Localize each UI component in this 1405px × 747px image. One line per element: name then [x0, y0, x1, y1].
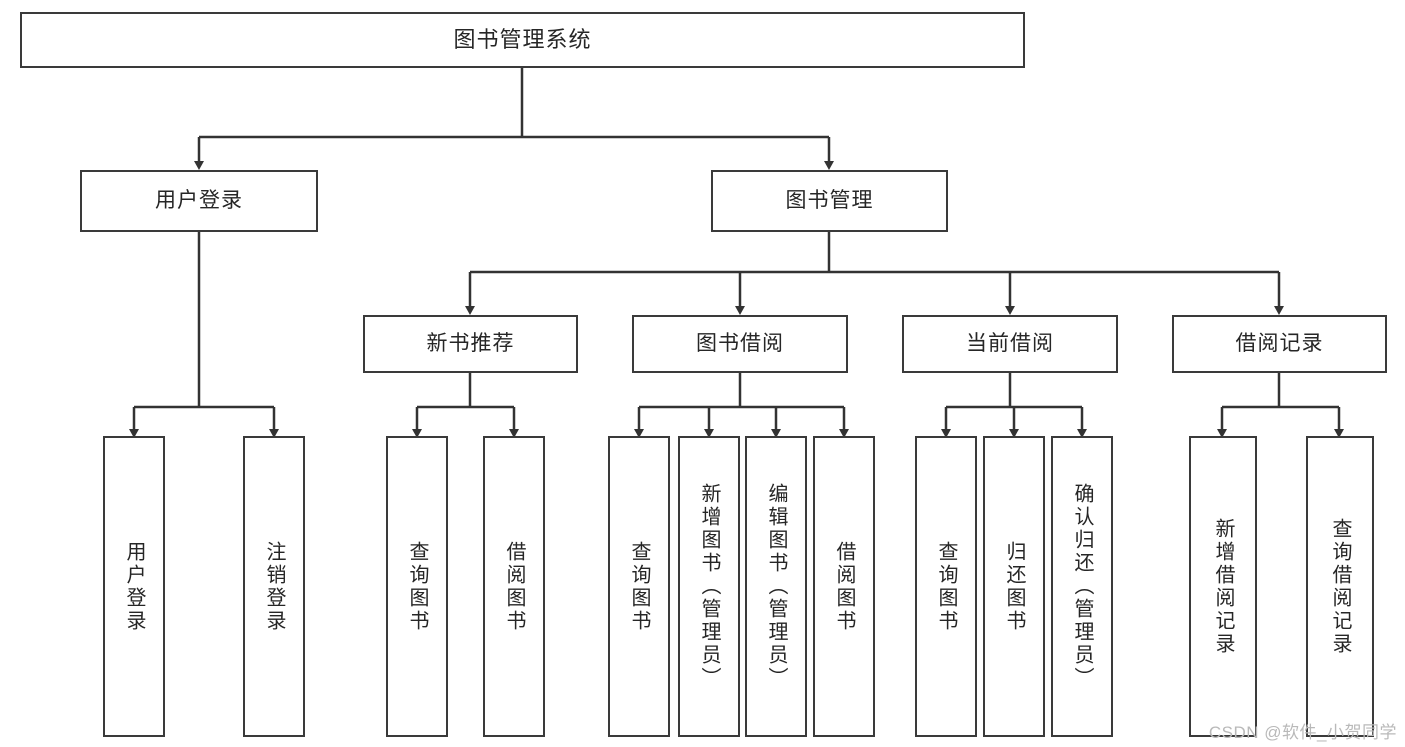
node-borrow-records[interactable]: 借阅记录	[1172, 315, 1387, 373]
node-label: 借阅图书	[833, 540, 855, 633]
node-label: 查询借阅记录	[1329, 517, 1351, 656]
node-label: 确认归还（管理员）	[1071, 483, 1093, 690]
leaf-return-book[interactable]: 归还图书	[983, 436, 1045, 737]
node-book-borrow[interactable]: 图书借阅	[632, 315, 848, 373]
node-label: 图书管理	[785, 188, 874, 212]
leaf-add-borrow-record[interactable]: 新增借阅记录	[1189, 436, 1257, 737]
leaf-query-borrow-record[interactable]: 查询借阅记录	[1306, 436, 1374, 737]
node-label: 查询图书	[406, 540, 428, 633]
leaf-query-book-newbook[interactable]: 查询图书	[386, 436, 448, 737]
node-label: 新书推荐	[426, 331, 515, 355]
node-label: 新增借阅记录	[1212, 517, 1234, 656]
leaf-query-book-borrow[interactable]: 查询图书	[608, 436, 670, 737]
watermark-text: CSDN @软件_小贺同学	[1208, 723, 1397, 742]
leaf-add-book-admin[interactable]: 新增图书（管理员）	[678, 436, 740, 737]
node-book-management[interactable]: 图书管理	[711, 170, 948, 232]
node-label: 注销登录	[263, 540, 285, 633]
leaf-borrow-book-newbook[interactable]: 借阅图书	[483, 436, 545, 737]
node-current-borrow[interactable]: 当前借阅	[902, 315, 1118, 373]
node-label: 借阅图书	[503, 540, 525, 633]
leaf-user-login[interactable]: 用户登录	[103, 436, 165, 737]
node-label: 查询图书	[935, 540, 957, 633]
node-label: 编辑图书（管理员）	[765, 483, 787, 690]
leaf-query-book-current[interactable]: 查询图书	[915, 436, 977, 737]
node-label: 图书管理系统	[453, 27, 592, 53]
node-user-login[interactable]: 用户登录	[80, 170, 318, 232]
node-root[interactable]: 图书管理系统	[20, 12, 1025, 68]
leaf-confirm-return-admin[interactable]: 确认归还（管理员）	[1051, 436, 1113, 737]
leaf-edit-book-admin[interactable]: 编辑图书（管理员）	[745, 436, 807, 737]
node-label: 当前借阅	[966, 331, 1054, 355]
node-label: 查询图书	[628, 540, 650, 633]
leaf-logout[interactable]: 注销登录	[243, 436, 305, 737]
node-label: 用户登录	[123, 540, 145, 633]
node-label: 新增图书（管理员）	[698, 483, 720, 690]
node-label: 图书借阅	[696, 331, 784, 355]
node-label: 用户登录	[155, 188, 243, 212]
leaf-borrow-book[interactable]: 借阅图书	[813, 436, 875, 737]
node-label: 归还图书	[1003, 540, 1025, 633]
node-new-book-recommend[interactable]: 新书推荐	[363, 315, 578, 373]
node-label: 借阅记录	[1235, 331, 1324, 355]
